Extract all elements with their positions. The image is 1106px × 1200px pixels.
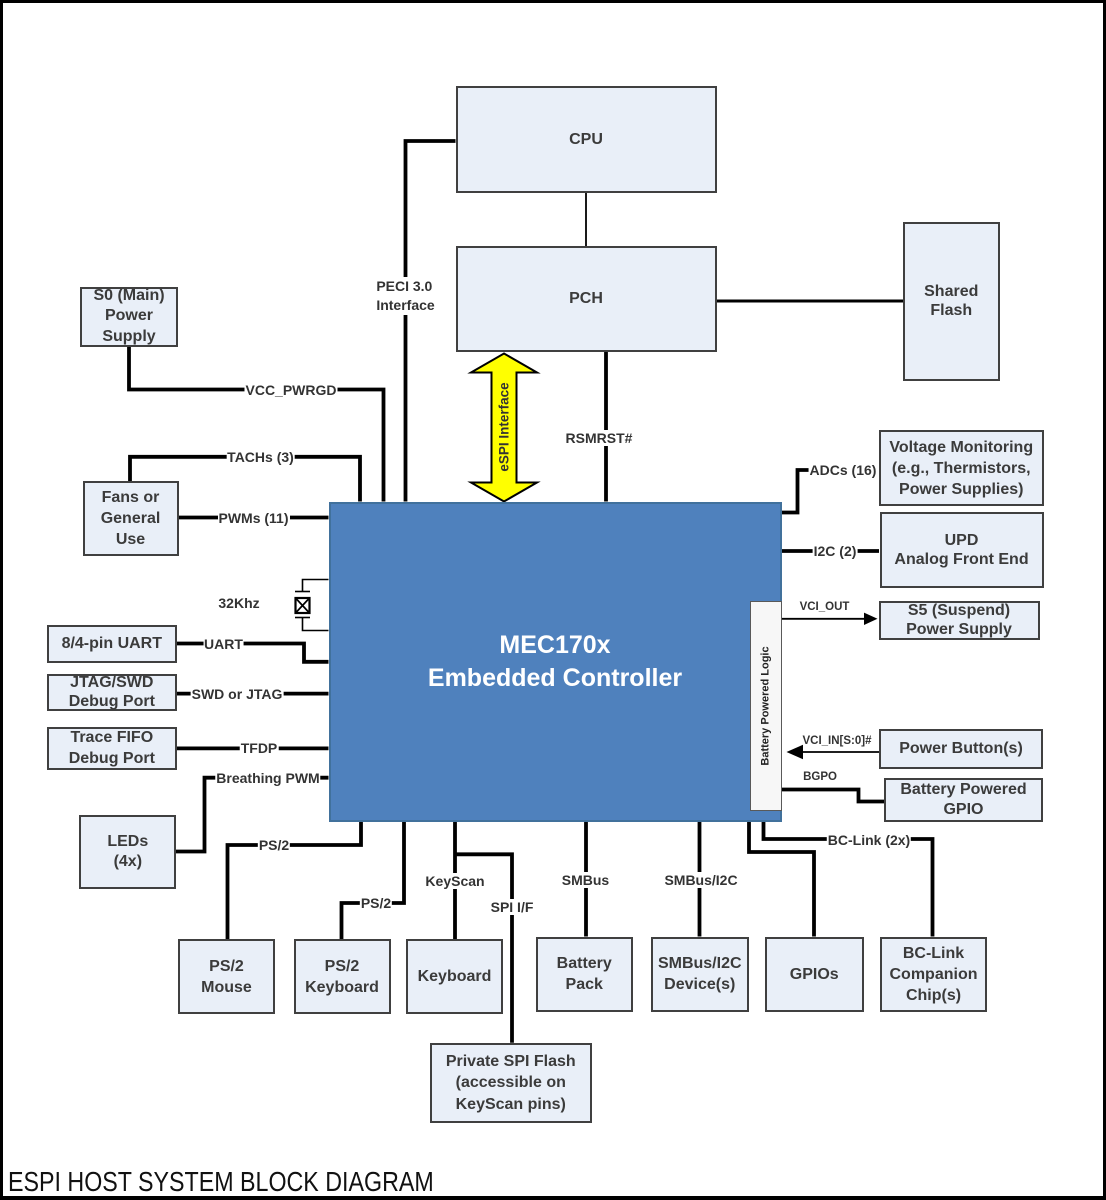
svg-text:eSPI Interface: eSPI Interface <box>497 382 512 472</box>
